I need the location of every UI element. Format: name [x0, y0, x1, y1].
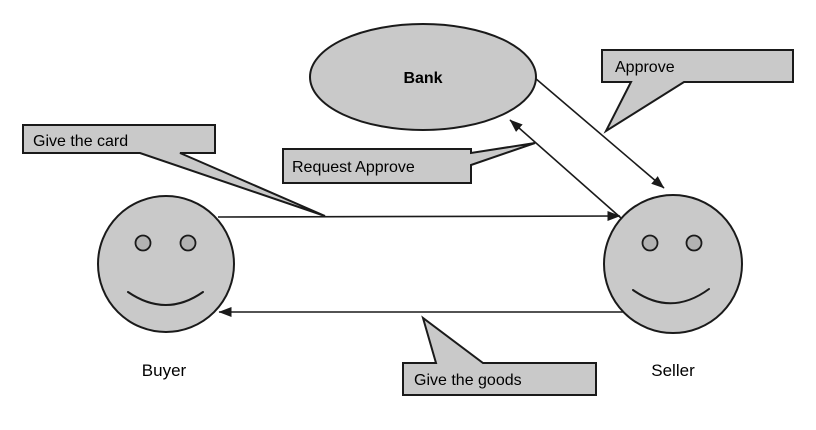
callout-give-the-goods-label: Give the goods: [414, 372, 522, 389]
callout-give-the-goods: Give the goods: [402, 315, 597, 396]
seller-label: Seller: [651, 361, 695, 380]
buyer-node: Buyer: [97, 195, 235, 380]
bank-label: Bank: [403, 70, 442, 87]
bank-ellipse: [309, 23, 537, 131]
seller-face: [603, 194, 743, 334]
buyer-smile: [127, 291, 204, 306]
callout-give-the-goods-bubble: [402, 315, 597, 396]
callout-request-approve: Request Approve: [282, 142, 536, 184]
seller-right-eye: [685, 234, 703, 252]
buyer-face: [97, 195, 235, 333]
callout-approve: Approve: [601, 49, 794, 134]
arrow-buyer-to-seller-give-card: [217, 211, 621, 222]
callout-approve-bubble: [601, 49, 794, 134]
seller-node: Seller: [603, 194, 743, 380]
callout-give-the-card-label: Give the card: [33, 133, 128, 150]
buyer-label: Buyer: [142, 361, 187, 380]
arrow-seller-to-bank-request-approve: [509, 119, 622, 219]
buyer-left-eye: [134, 234, 152, 252]
callout-give-the-card-bubble: [22, 124, 326, 217]
callout-request-approve-bubble: [282, 142, 536, 184]
callout-give-the-card: Give the card: [22, 124, 326, 217]
callout-request-approve-label: Request Approve: [292, 159, 415, 176]
bank-node: Bank: [309, 23, 537, 131]
seller-left-eye: [641, 234, 659, 252]
callout-approve-label: Approve: [615, 59, 675, 76]
arrow-bank-to-seller-approve: [534, 77, 665, 189]
buyer-right-eye: [179, 234, 197, 252]
seller-smile: [632, 288, 710, 305]
